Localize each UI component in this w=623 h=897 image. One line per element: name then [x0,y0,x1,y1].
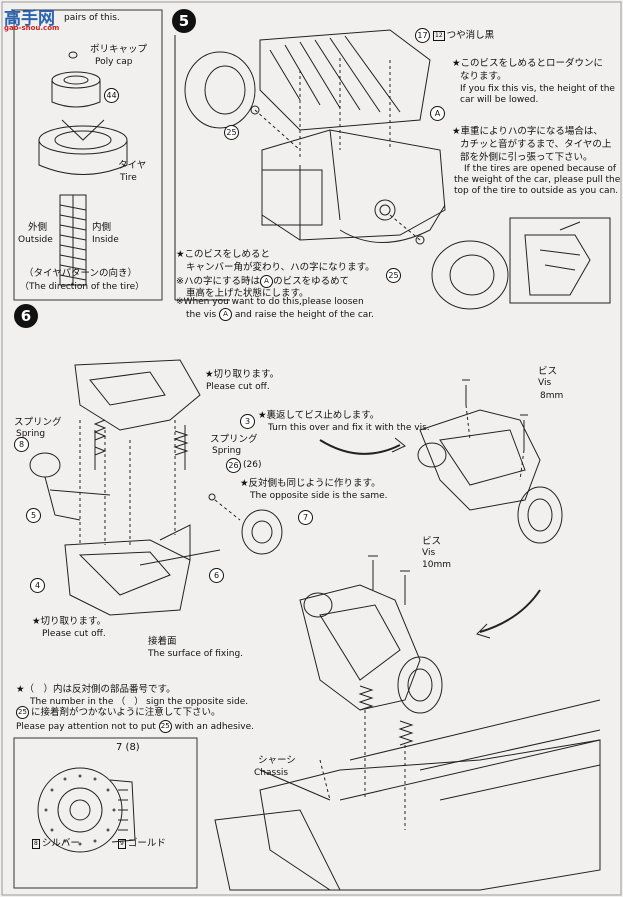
lowdown-note-en-2: car will be lowed. [460,95,539,105]
paint-code-icon: 12 [433,30,445,41]
adhesive-note-en-2: with an adhesive. [174,722,255,732]
part-6-badge: 6 [209,568,224,583]
part-8-badge: 8 [14,437,29,452]
inside-ja: 内側 [92,222,112,233]
part-7-badge: 7 [298,510,313,525]
part-17-badge: 17 [415,28,430,43]
tire-pattern-ja: （タイヤパターンの向き） [24,268,138,279]
part-25-note-badge: 25 [16,706,29,719]
gold-label: ゴールド [127,838,166,849]
part-26-opposite: (26) [243,460,262,470]
vis8-en: Vis [538,378,552,388]
watermark-logo: 高手网 [4,9,55,29]
camber-note-en-2: the vis A and raise the height of the ca… [186,308,374,321]
poly-cap-ja: ポリキャップ [90,44,148,55]
paren-note-en: The number in the （ ） sign the opposite … [30,697,249,707]
cutoff2-note-ja: ★切り取ります。 [32,616,107,627]
lowdown-note-ja-1: ★このビスをしめるとローダウンに [452,58,604,69]
camber-note-ja-1: ★このビスをしめると [176,249,271,260]
vis8-size: 8mm [540,391,564,401]
turn-over-note-en: Turn this over and fix it with the vis. [268,423,430,433]
adhesive-note-en: Please pay attention not to put 25 with … [16,720,254,733]
vis10-en: Vis [422,548,436,558]
tire-pattern-en: （The direction of the tire） [20,282,145,292]
weight-note-ja-3: 部を外側に引っ張って下さい。 [460,152,593,163]
part-25-inline-badge: 25 [158,720,172,733]
step-5-badge: 5 [172,9,196,33]
part-4-badge: 4 [30,578,45,593]
cutoff-note-ja: ★切り取ります。 [205,369,280,380]
opposite-note-ja: ★反対側も同じように作ります。 [240,478,381,489]
camber-note-ja-3-a: ※ハの字にする時は [176,276,261,287]
vis10-size: 10mm [422,560,451,570]
turn-over-note-ja: ★裏返してビス止めします。 [258,410,380,421]
tire-intro: pairs of this. [64,13,120,23]
weight-note-en-1: If the tires are opened because of [464,164,617,174]
camber-note-ja-4: 車高を上げた状態にします。 [186,288,309,299]
opposite-note-en: The opposite side is the same. [250,491,388,501]
cutoff2-note-en: Please cut off. [42,629,106,639]
part-5-badge: 5 [26,508,41,523]
weight-note-en-3: top of the tire to outside as you can. [454,186,619,196]
paint-code-icon: 8 [32,838,40,849]
spring-left-en: Spring [16,429,46,439]
paren-note-ja: ★（ ）内は反対側の部品番号です。 [16,684,176,695]
chassis-ja: シャーシ [258,755,296,766]
part-25-badge-a: 25 [224,125,239,140]
vis10-ja: ビス [422,536,442,547]
silver-label: シルバー [41,838,80,849]
outside-ja: 外側 [28,222,48,233]
vis8-ja: ビス [538,366,558,377]
spring-right-en: Spring [212,446,242,456]
adhesive-note-en-1: Please pay attention not to put [16,722,156,732]
spring-left-ja: スプリング [14,417,62,428]
matte-black-label: つや消し黒 [446,30,495,41]
label-a-badge: A [430,106,445,121]
part-44-badge: 44 [104,88,119,103]
camber-note-ja-2: キャンバー角が変わり、ハの字になります。 [186,262,375,273]
lowdown-note-ja-2: なります。 [460,71,507,82]
weight-note-en-2: the weight of the car, please pull the [454,175,621,185]
camber-note-ja-3-b: のビスをゆるめて [273,276,350,287]
spring-right-ja: スプリング [210,434,258,445]
surface-ja: 接着面 [148,636,177,647]
part-25-badge-b: 25 [386,268,401,283]
weight-note-ja-1: ★車重によりハの字になる場合は、 [452,126,603,137]
camber-note-en-2-b: and raise the height of the car. [234,310,375,320]
adhesive-note-ja: に接着剤がつかないように注意して下さい。 [31,707,221,718]
step-6-badge: 6 [14,304,38,328]
outside-en: Outside [18,235,53,245]
weight-note-ja-2: カチッと音がするまで、タイヤの上 [460,139,612,150]
label-a-inline: A [260,275,274,288]
camber-note-en-2-a: the vis [186,310,217,320]
cutoff-note-en: Please cut off. [206,382,270,392]
lowdown-note-en-1: If you fix this vis, the height of the [460,84,615,94]
chassis-en: Chassis [254,768,289,778]
inside-en: Inside [92,235,119,245]
label-a-inline-en: A [219,308,233,321]
part-26-badge: 26 [226,458,241,473]
tire-en: Tire [120,173,137,183]
poly-cap-en: Poly cap [95,57,133,67]
surface-en: The surface of fixing. [148,649,244,659]
brake-parts-label: 7 (8) [116,742,140,753]
part-3-badge: 3 [240,414,255,429]
camber-note-en-1: ※When you want to do this,please loosen [176,297,364,307]
tire-ja: タイヤ [118,160,147,171]
paint-code-icon: 9 [118,838,126,849]
watermark-url: gao-shou.com [4,24,60,32]
